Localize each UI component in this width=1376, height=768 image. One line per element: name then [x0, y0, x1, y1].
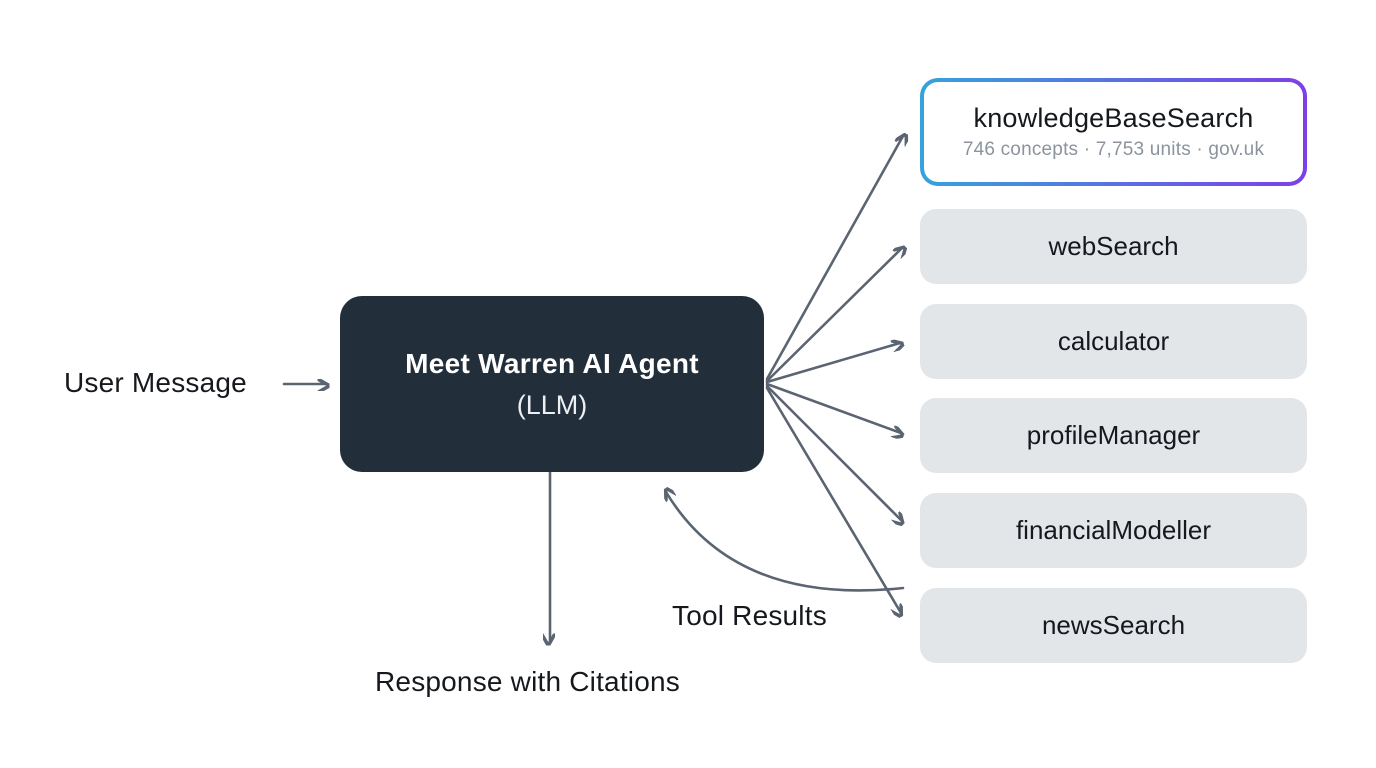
tool-node-newssearch: newsSearch	[920, 588, 1307, 663]
agent-node: Meet Warren AI Agent (LLM)	[340, 296, 764, 472]
tool-results-label: Tool Results	[672, 600, 827, 631]
arrow-agent-to-newssearch	[765, 386, 901, 613]
arrow-tool-results-to-agent	[666, 492, 905, 592]
user-message-label: User Message	[64, 367, 247, 398]
tool-node-calculator: calculator	[920, 304, 1307, 379]
arrow-agent-to-calculator	[765, 343, 900, 384]
tool-meta: 746 concepts · 7,753 units · gov.uk	[962, 139, 1265, 160]
arrow-agent-to-profilemanager	[765, 382, 901, 433]
arrow-agent-to-websearch	[765, 248, 902, 383]
tool-node-profilemanager: profileManager	[920, 398, 1307, 473]
tool-node-knowledgebasesearch-inner: knowledgeBaseSearch 746 concepts · 7,753…	[924, 82, 1303, 182]
tool-name: knowledgeBaseSearch	[973, 103, 1254, 133]
response-with-citations-label: Response with Citations	[375, 666, 680, 697]
tool-node-knowledgebasesearch: knowledgeBaseSearch 746 concepts · 7,753…	[920, 78, 1307, 186]
tool-node-websearch: webSearch	[920, 209, 1307, 284]
arrow-agent-to-knowledgebasesearch	[765, 136, 903, 381]
agent-subtitle: (LLM)	[516, 389, 588, 420]
arrow-agent-to-financialmodeller	[765, 384, 902, 521]
tool-node-financialmodeller: financialModeller	[920, 493, 1307, 568]
agent-title: Meet Warren AI Agent	[405, 347, 699, 379]
